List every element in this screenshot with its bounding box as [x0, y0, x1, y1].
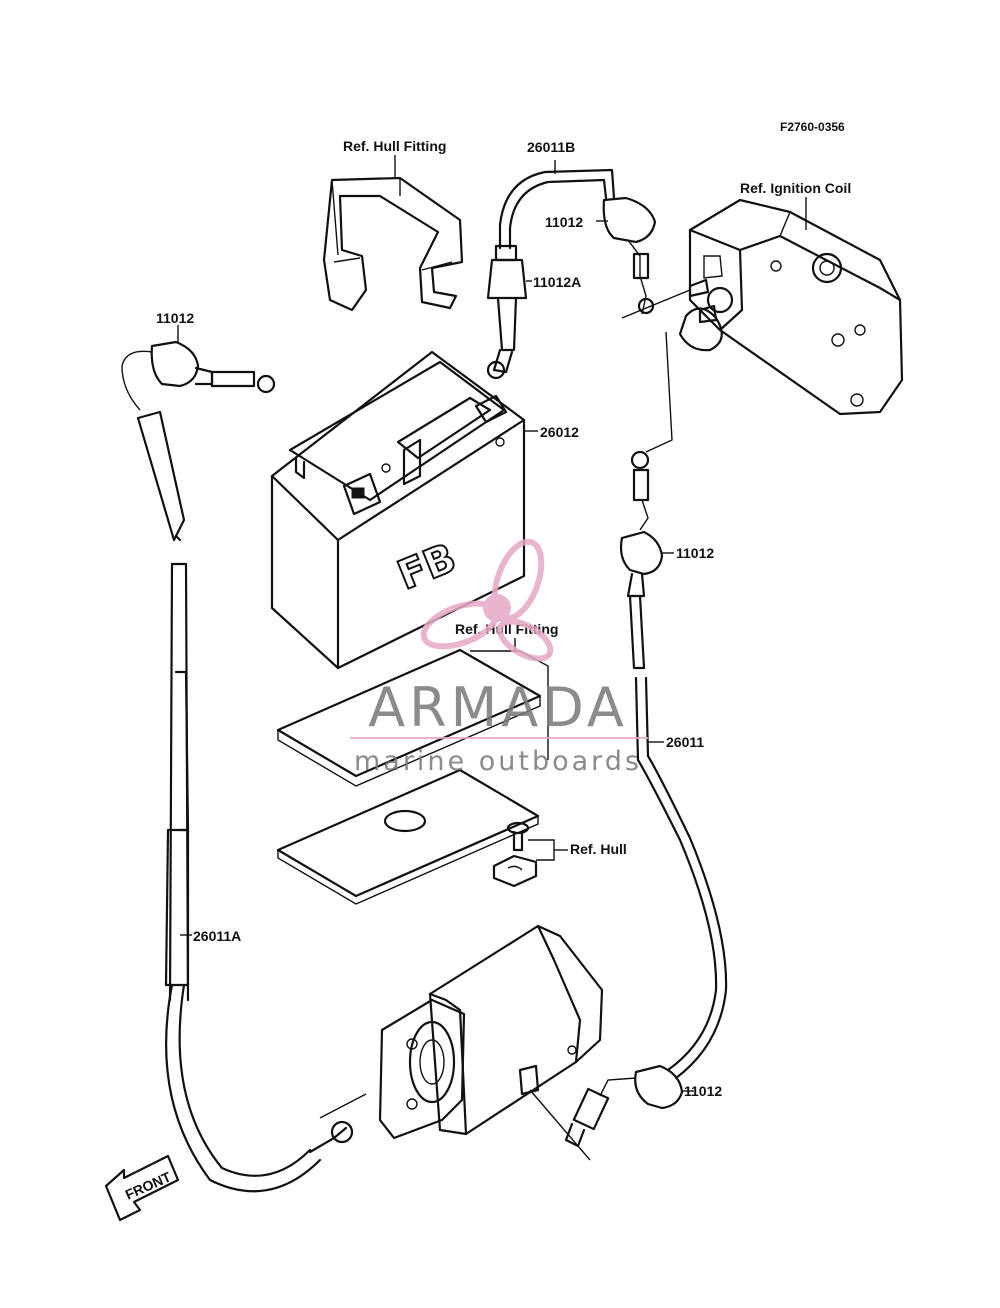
- label-11012-top: 11012: [545, 214, 583, 230]
- label-26011B: 26011B: [527, 139, 575, 155]
- battery-pads: [276, 648, 542, 905]
- starter-motor: [378, 924, 604, 1161]
- label-11012A: 11012A: [533, 274, 581, 290]
- coil-lead: [645, 331, 673, 453]
- label-26012: 26012: [540, 424, 579, 440]
- watermark-brand: ARMADA: [368, 676, 628, 739]
- cable-26011A: [136, 410, 367, 1193]
- propeller-logo-icon: [420, 538, 554, 662]
- terminal-cap-left: [121, 340, 276, 411]
- hull-bolt-nut: [492, 821, 538, 888]
- label-11012-bottom: 11012: [684, 1083, 722, 1099]
- label-ref-hull-fitting-top: Ref. Hull Fitting: [343, 138, 446, 154]
- terminal-cap-bottom: [564, 1064, 684, 1148]
- cable-26011B: [498, 168, 616, 250]
- figure-code: F2760-0356: [780, 120, 845, 134]
- hull-fitting-strap: [322, 176, 464, 312]
- terminal-cap-top: [602, 196, 657, 315]
- label-11012-left: 11012: [156, 310, 194, 326]
- front-arrow-indicator: FRONT: [104, 1154, 180, 1222]
- label-11012-right: 11012: [676, 545, 714, 561]
- leader-ref-hull: [528, 839, 555, 861]
- label-ref-ignition-coil: Ref. Ignition Coil: [740, 180, 851, 196]
- label-26011A: 26011A: [193, 928, 241, 944]
- ignition-coil: [621, 198, 904, 416]
- front-arrow-label: FRONT: [123, 1168, 174, 1202]
- cable-26011: [634, 676, 728, 1080]
- battery-brand: FB: [392, 535, 463, 599]
- watermark-tagline: marine outboards: [354, 746, 642, 777]
- label-ref-hull: Ref. Hull: [570, 841, 627, 857]
- terminal-cap-right: [619, 450, 664, 670]
- label-26011: 26011: [666, 734, 704, 750]
- armada-watermark: ARMADA marine outboards: [350, 538, 648, 777]
- connector-11012A: [486, 244, 528, 380]
